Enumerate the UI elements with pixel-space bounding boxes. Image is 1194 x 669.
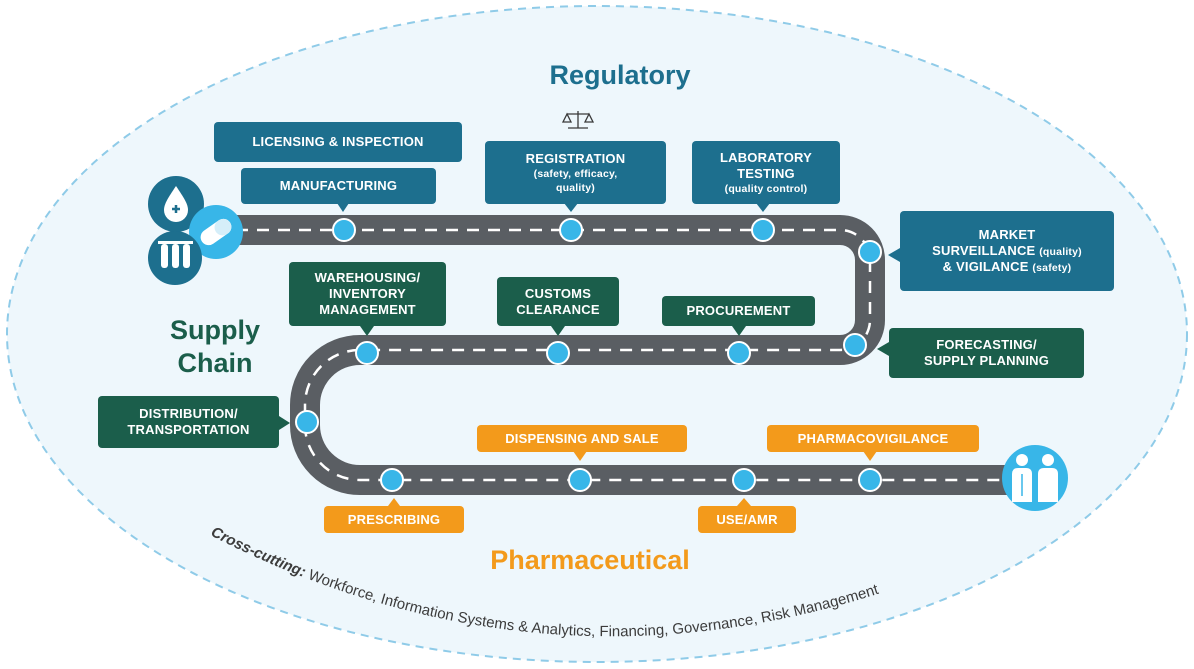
market-line1: MARKET xyxy=(978,227,1036,242)
road-stop-prescribing xyxy=(380,468,404,492)
pharmaceutical-title: Pharmaceutical xyxy=(490,545,690,575)
distribution-line1: DISTRIBUTION/ xyxy=(139,406,238,421)
prescribing-text: PRESCRIBING xyxy=(347,511,441,527)
lab-line2: TESTING xyxy=(737,165,795,181)
patients-icon xyxy=(1002,445,1068,511)
label-manufacturing: MANUFACTURING xyxy=(241,168,436,204)
road-stop-procurement xyxy=(727,341,751,365)
registration-sub1: (safety, efficacy, xyxy=(533,167,618,180)
market-line2b: (quality) xyxy=(1039,246,1082,258)
road-stop-warehousing xyxy=(355,341,379,365)
road-stop-distribution xyxy=(295,410,319,434)
medicine-icons xyxy=(148,176,243,285)
forecasting-line2: SUPPLY PLANNING xyxy=(923,353,1050,368)
warehousing-line2: INVENTORY xyxy=(329,286,406,301)
forecasting-line1: FORECASTING/ xyxy=(936,337,1037,352)
road-stop-manufacturing xyxy=(332,218,356,242)
balance-scale-icon xyxy=(561,111,595,129)
supply-chain-title: Supply Chain xyxy=(150,314,280,380)
distribution-line2: TRANSPORTATION xyxy=(127,422,250,437)
label-dispensing-sale: DISPENSING AND SALE xyxy=(477,425,687,452)
road-stop-dispensing xyxy=(568,468,592,492)
pharmacovigilance-text: PHARMACOVIGILANCE xyxy=(797,430,949,446)
label-use-amr: USE/AMR xyxy=(698,506,796,533)
supply-chain-title-line1: Supply xyxy=(169,315,260,345)
pill-capsule-icon xyxy=(189,205,243,259)
use-amr-text: USE/AMR xyxy=(716,511,778,527)
registration-sub2: quality) xyxy=(556,181,595,194)
lab-line1: LABORATORY xyxy=(719,149,813,165)
road-stop-use-amr xyxy=(732,468,756,492)
lab-sub: (quality control) xyxy=(724,182,808,195)
manufacturing-text: MANUFACTURING xyxy=(279,178,398,193)
market-line2a: SURVEILLANCE xyxy=(932,243,1036,258)
procurement-text: PROCUREMENT xyxy=(686,303,791,318)
label-procurement: PROCUREMENT xyxy=(662,296,815,326)
customs-line1: CUSTOMS xyxy=(524,285,592,301)
label-distribution: DISTRIBUTION/ TRANSPORTATION xyxy=(98,396,279,448)
road-stop-market-surveillance xyxy=(858,240,882,264)
callout-tails xyxy=(279,203,900,506)
road-stop-customs xyxy=(546,341,570,365)
warehousing-line1: WAREHOUSING/ xyxy=(314,270,421,285)
label-pharmacovigilance: PHARMACOVIGILANCE xyxy=(767,425,979,452)
road-stop-registration xyxy=(559,218,583,242)
label-laboratory-testing: LABORATORY TESTING (quality control) xyxy=(692,141,840,204)
label-warehousing: WAREHOUSING/ INVENTORY MANAGEMENT xyxy=(289,262,446,326)
label-customs-clearance: CUSTOMS CLEARANCE xyxy=(497,277,619,326)
label-prescribing: PRESCRIBING xyxy=(324,506,464,533)
regulatory-title: Regulatory xyxy=(549,60,691,90)
market-line2: SURVEILLANCE (quality) xyxy=(932,243,1082,259)
licensing-text: LICENSING & INSPECTION xyxy=(252,134,424,149)
market-line3b: (safety) xyxy=(1032,262,1072,274)
supply-chain-title-line2: Chain xyxy=(177,348,253,378)
customs-line2: CLEARANCE xyxy=(516,301,600,317)
road-stop-forecasting xyxy=(843,333,867,357)
dispensing-text: DISPENSING AND SALE xyxy=(505,430,659,446)
label-market-surveillance: MARKET SURVEILLANCE (quality) & VIGILANC… xyxy=(900,211,1114,291)
blood-drop-icon xyxy=(148,176,204,232)
label-registration: REGISTRATION (safety, efficacy, quality) xyxy=(485,141,666,204)
market-line3a: & VIGILANCE xyxy=(942,259,1029,274)
market-line3: & VIGILANCE (safety) xyxy=(943,259,1072,275)
label-forecasting: FORECASTING/ SUPPLY PLANNING xyxy=(889,328,1084,378)
label-licensing-inspection: LICENSING & INSPECTION xyxy=(214,122,462,162)
test-tubes-icon xyxy=(148,231,202,285)
road-stop-pharmacovigilance xyxy=(858,468,882,492)
warehousing-line3: MANAGEMENT xyxy=(319,302,416,317)
registration-text: REGISTRATION xyxy=(525,150,626,166)
road-stop-laboratory xyxy=(751,218,775,242)
